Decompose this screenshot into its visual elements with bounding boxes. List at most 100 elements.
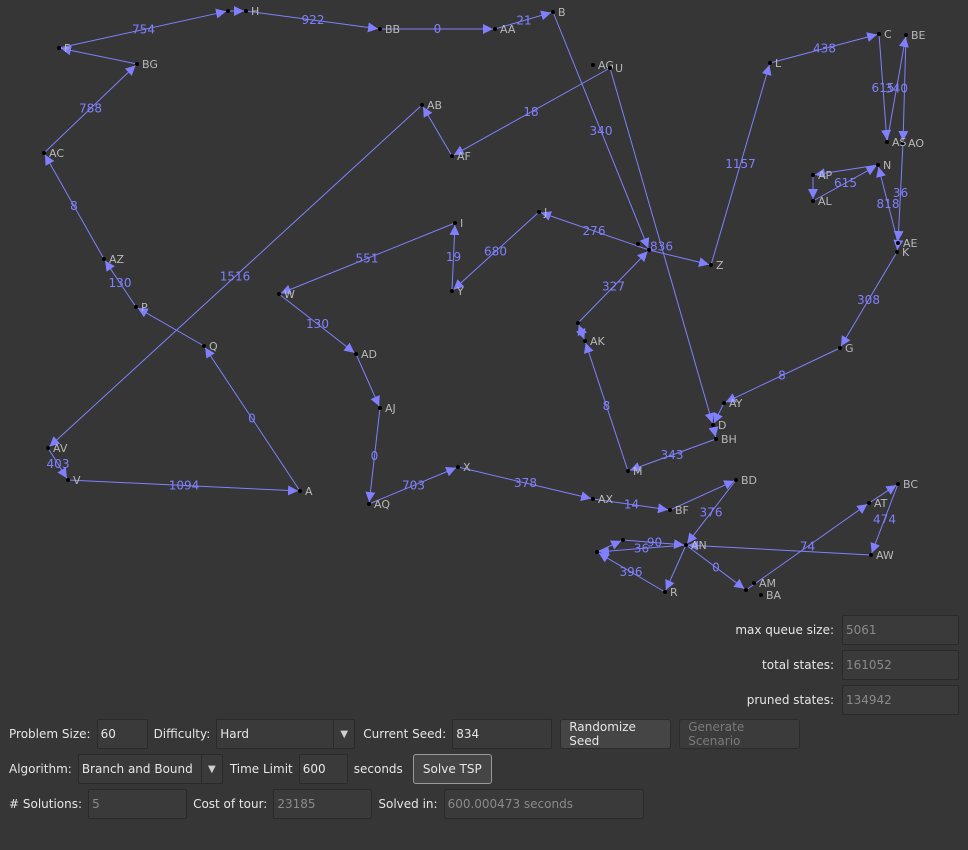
city-point [46,446,50,450]
edge-cost-label: 378 [514,476,537,490]
city-label: P [141,301,148,314]
city-point [709,263,713,267]
city-label: AE [903,237,918,250]
city-point [57,46,61,50]
city-point [493,27,497,31]
tour-edge [769,32,878,64]
total-states-label: total states: [762,658,834,672]
city-label: AC [49,147,64,160]
edge-cost-label: 438 [813,42,836,56]
edge-cost-label: 788 [79,102,102,116]
generate-scenario-button[interactable]: Generate Scenario [679,719,801,749]
city-label: F [64,42,70,55]
edge-cost-label: 8 [70,199,78,213]
tour-edge [552,11,650,249]
city-label: AB [427,99,442,112]
tour-edge [596,540,622,553]
solve-tsp-button[interactable]: Solve TSP [412,754,492,784]
tour-edge [453,67,611,156]
tour-edge [713,402,725,424]
city-point [450,289,454,293]
city-point [456,465,460,469]
city-point [867,501,871,505]
city-label: AN [691,539,707,552]
city-point [877,32,881,36]
city-label: BA [766,589,782,602]
city-label: AZ [109,253,125,266]
problem-size-label: Problem Size: [9,727,91,741]
tour-edge [685,544,745,590]
city-point [711,423,715,427]
city-point [576,321,580,325]
city-label: H [251,5,259,18]
city-point [752,581,756,585]
algorithm-value: Branch and Bound [81,762,193,776]
edge-cost-label: 818 [877,197,900,211]
city-label: BD [741,474,757,487]
edge-cost-label: 74 [800,540,815,554]
city-label: I [460,217,463,230]
city-point [378,406,382,410]
city-point [901,141,905,145]
tour-edge [577,251,648,324]
edge-cost-label: 36 [893,186,908,200]
city-point [734,478,738,482]
edge-cost-label: 340 [590,124,613,138]
pruned-states-field: 134942 [842,685,959,715]
tour-edge [278,293,355,354]
edge-cost-label: 1516 [220,270,251,284]
city-point [876,163,880,167]
pruned-states-label: pruned states: [746,693,834,707]
algorithm-select[interactable]: Branch and Bound ▼ [77,754,223,784]
cost-of-tour-field: 23185 [273,789,373,819]
randomize-seed-button[interactable]: Randomize Seed [560,719,672,749]
city-label: AK [590,335,606,348]
edge-cost-label: 19 [446,250,461,264]
edge-cost-label: 551 [356,252,379,266]
city-label: M [633,465,643,478]
city-point [134,305,138,309]
city-label: AJ [385,402,396,415]
tour-edge [592,498,669,514]
tour-edge [840,251,898,347]
tour-edge [622,539,685,550]
city-label: BG [142,58,158,71]
city-label: R [670,586,678,599]
difficulty-select[interactable]: Hard ▼ [216,719,356,749]
difficulty-value: Hard [220,727,249,741]
tour-edge [449,224,460,292]
city-point [244,9,248,13]
edge-cost-label: 836 [650,240,673,254]
city-point [647,248,651,252]
city-point [668,508,672,512]
city-point [135,62,139,66]
city-point [453,221,457,225]
time-limit-input[interactable]: 600 [298,754,348,784]
city-label: AF [457,150,471,163]
city-point [636,242,640,246]
current-seed-input[interactable]: 834 [452,719,553,749]
city-point [885,140,889,144]
tour-edge [868,484,897,504]
tour-edge [687,540,872,556]
city-point [66,478,70,482]
city-label: AA [500,23,516,36]
city-label: J [543,206,547,219]
city-label: U [615,62,623,75]
city-point [663,590,667,594]
edge-cost-label: 130 [306,317,329,331]
edge-cost-label: 922 [302,13,325,27]
tour-edge [44,154,105,260]
city-label: AW [876,549,894,562]
tour-edge [584,342,629,472]
edge-cost-label: 376 [700,506,723,520]
edge-cost-label: 340 [885,82,908,96]
edge-cost-label: 276 [583,224,606,238]
problem-size-input[interactable]: 60 [96,719,148,749]
tour-edge [49,104,423,448]
edge-cost-label: 754 [132,23,155,37]
edge-cost-label: 615 [872,81,895,95]
city-point [684,543,688,547]
max-queue-label: max queue size: [735,623,834,637]
city-label: AM [759,577,776,590]
